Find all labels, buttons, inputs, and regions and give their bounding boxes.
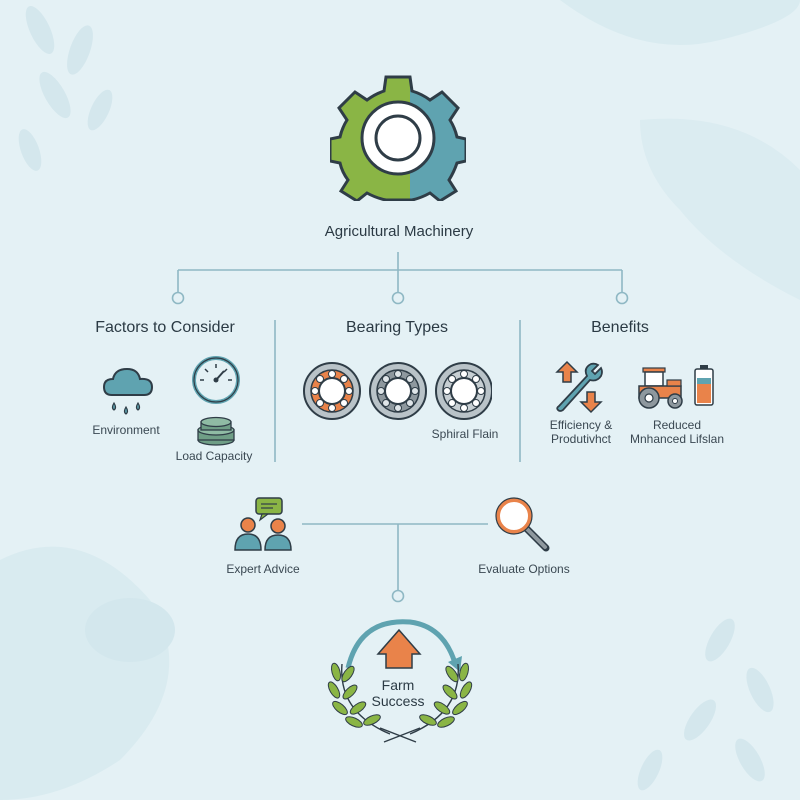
gauge-weight-icon — [192, 356, 240, 446]
reduced-label: Reduced Mnhanced Lifslan — [630, 418, 724, 446]
reduced-label-line1: Reduced — [652, 418, 702, 432]
reduced-label-line2: Mnhanced Lifslan — [629, 432, 725, 446]
load-capacity-label: Load Capacity — [175, 449, 253, 463]
benefits-heading: Benefits — [591, 319, 649, 336]
people-chat-icon — [234, 497, 292, 551]
farm-success-line2: Success — [371, 693, 425, 709]
tools-icon — [555, 360, 603, 414]
connector-node — [391, 589, 405, 603]
efficiency-label: Efficiency & Produtivhct — [550, 418, 612, 446]
farm-success-line1: Farm — [381, 677, 415, 693]
bearing-type-label: Sphiral Flain — [431, 427, 499, 441]
efficiency-label-line2: Produtivhct — [550, 432, 612, 446]
bearing-icon — [435, 362, 492, 420]
bearings-heading: Bearing Types — [346, 319, 448, 336]
bearing-icon — [303, 362, 361, 420]
magnifier-icon — [495, 497, 550, 552]
bearing-icon — [369, 362, 427, 420]
efficiency-label-line1: Efficiency & — [549, 418, 613, 432]
connector-node — [391, 291, 405, 305]
rain-cloud-icon — [102, 367, 154, 415]
expert-advice-label: Expert Advice — [226, 562, 300, 576]
tractor-battery-icon — [638, 365, 714, 409]
connector-node — [171, 291, 185, 305]
evaluate-options-label: Evaluate Options — [478, 562, 570, 576]
laurel-arrow-icon — [327, 619, 473, 743]
environment-label: Environment — [92, 423, 160, 437]
root-title: Agricultural Machinery — [324, 223, 474, 240]
factors-heading: Factors to Consider — [95, 319, 235, 336]
farm-success-label: Farm Success — [372, 677, 425, 709]
connector-node — [615, 291, 629, 305]
bearing-icons — [303, 362, 492, 420]
gear-icon — [330, 75, 466, 201]
